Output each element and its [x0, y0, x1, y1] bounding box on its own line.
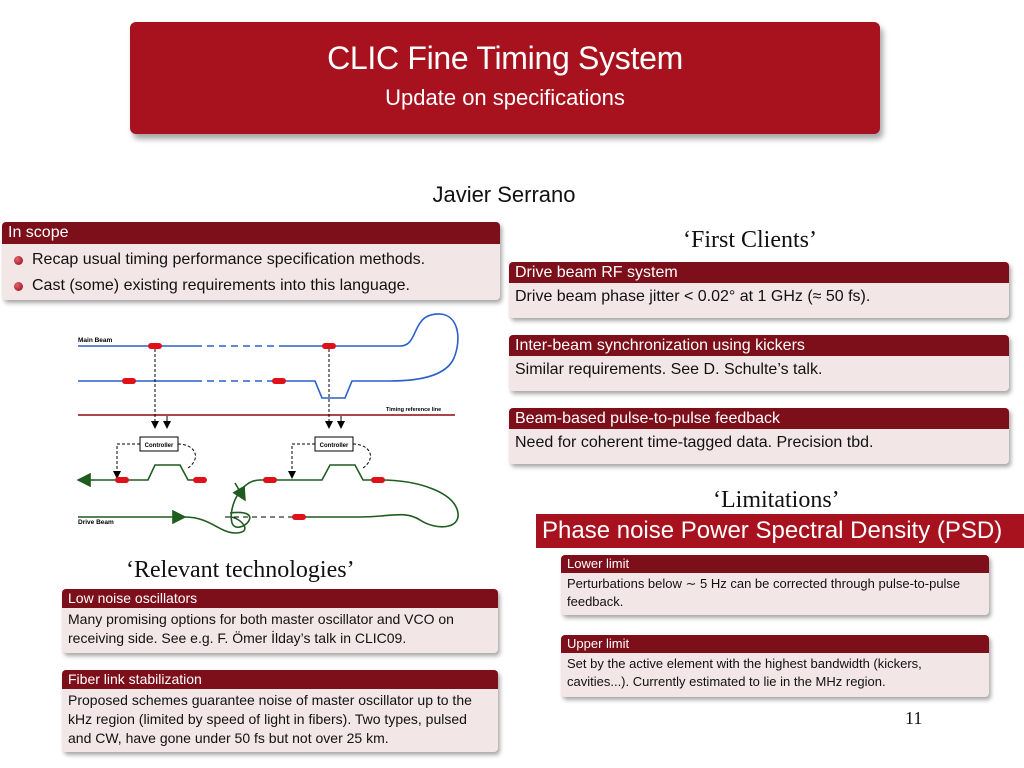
item-text: Cast (some) existing requirements into t… — [32, 277, 410, 294]
bunch-marker — [122, 378, 136, 384]
bunch-marker — [115, 477, 129, 483]
author-name: Javier Serrano — [432, 182, 576, 207]
upper-limit-block: Upper limit Set by the active element wi… — [561, 635, 989, 697]
block-header: Low noise oscillators — [62, 589, 498, 608]
limitations-heading: ‘Limitations’ — [713, 487, 840, 513]
block-header: Upper limit — [561, 635, 989, 653]
block-body: Perturbations below ∼ 5 Hz can be correc… — [567, 576, 961, 609]
title-banner: CLIC Fine Timing System Update on specif… — [130, 22, 880, 134]
pulse-feedback-block: Beam-based pulse-to-pulse feedback Need … — [509, 408, 1009, 464]
block-header: Lower limit — [561, 555, 989, 573]
psd-title-bar: Phase noise Power Spectral Density (PSD) — [536, 514, 1024, 548]
in-scope-item: Cast (some) existing requirements into t… — [2, 273, 500, 299]
block-header: Drive beam RF system — [509, 262, 1009, 283]
block-body: Many promising options for both master o… — [68, 611, 454, 646]
bullet-icon — [14, 256, 23, 265]
item-text: Recap usual timing performance specifica… — [32, 251, 426, 268]
drive-beam-line — [76, 464, 459, 534]
drive-beam-rf-block: Drive beam RF system Drive beam phase ji… — [509, 262, 1009, 318]
bunch-marker — [193, 477, 207, 483]
drive-beam-label: Drive Beam — [78, 519, 114, 526]
in-scope-block: In scope Recap usual timing performance … — [2, 222, 500, 300]
main-beam-label: Main Beam — [78, 337, 113, 344]
relevant-technologies-heading: ‘Relevant technologies’ — [126, 557, 355, 583]
block-header: Fiber link stabilization — [62, 670, 498, 689]
block-body: Need for coherent time-tagged data. Prec… — [515, 434, 874, 451]
bunch-marker — [263, 477, 277, 483]
timing-diagram: Main Beam Timing reference line Controll… — [76, 313, 459, 534]
slide-title: CLIC Fine Timing System — [327, 40, 683, 76]
block-body: Proposed schemes guarantee noise of mast… — [68, 692, 472, 746]
fiber-link-block: Fiber link stabilization Proposed scheme… — [62, 670, 498, 752]
controller-label: Controller — [320, 443, 349, 449]
first-clients-heading: ‘First Clients’ — [683, 227, 818, 253]
inter-beam-sync-block: Inter-beam synchronization using kickers… — [509, 335, 1009, 391]
block-body: Set by the active element with the highe… — [567, 656, 922, 689]
bunch-marker — [148, 343, 162, 349]
lower-limit-block: Lower limit Perturbations below ∼ 5 Hz c… — [561, 555, 989, 615]
page-number: 11 — [905, 708, 923, 728]
block-body: Drive beam phase jitter < 0.02° at 1 GHz… — [515, 288, 871, 305]
bunch-marker — [292, 514, 306, 520]
bunch-marker — [322, 343, 336, 349]
in-scope-header: In scope — [2, 222, 500, 244]
bullet-icon — [14, 282, 23, 291]
block-header: Inter-beam synchronization using kickers — [509, 335, 1009, 356]
block-body: Similar requirements. See D. Schulte’s t… — [515, 361, 823, 378]
bunch-marker — [371, 477, 385, 483]
in-scope-item: Recap usual timing performance specifica… — [2, 247, 500, 273]
low-noise-oscillators-block: Low noise oscillators Many promising opt… — [62, 589, 498, 653]
bunch-marker — [272, 378, 286, 384]
slide-subtitle: Update on specifications — [385, 85, 625, 110]
block-header: Beam-based pulse-to-pulse feedback — [509, 408, 1009, 429]
main-beam-line — [78, 313, 459, 399]
timing-reference-label: Timing reference line — [386, 407, 441, 413]
controller-label: Controller — [145, 443, 174, 449]
